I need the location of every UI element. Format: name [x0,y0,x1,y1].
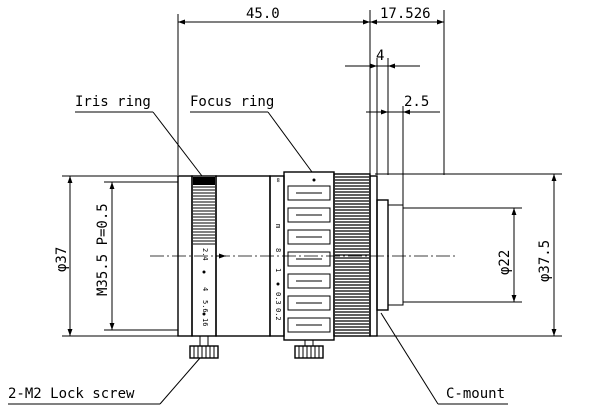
dim-front-diameter-text: φ37 [54,247,70,272]
lens-body [177,171,404,341]
focus-scale-infinity: ∞ [274,178,282,182]
focus-scale: ∞ m 8 1 0.3 0.2 [274,178,316,321]
mount-step [376,199,389,311]
focus-grip-band [287,273,331,289]
c-mount-thread [387,204,404,306]
focus-scale-8: 8 [274,248,282,252]
dim-rear-length-text: 17.526 [380,6,431,22]
label-c-mount: C-mount [446,386,505,402]
dim-mount-diameter: φ22 [403,207,522,303]
rear-knurl [335,176,369,334]
focus-grip-band [287,251,331,267]
dim-filter-thread-text: M35.5 P=0.5 [95,203,111,296]
iris-scale-5-6: 5.6 [201,300,209,313]
focus-grip-band [287,207,331,223]
dim-flange-offset: 4 [345,48,420,69]
dim-mount-offset: 2.5 [366,94,440,115]
focus-scale-0-3: 0.3 [274,292,282,305]
focus-grips [287,185,331,333]
iris-scale-4: 4 [201,287,209,291]
lock-screw-focus [294,339,324,359]
iris-scale-2-4: 2.4 [201,248,209,261]
callout-iris-ring: Iris ring [75,94,203,177]
focus-grip-band [287,317,331,333]
focus-grip-band [287,295,331,311]
dim-body-diameter-text: φ37.5 [537,240,553,282]
dim-front-diameter: φ37 [54,175,178,337]
label-iris-ring: Iris ring [75,94,151,110]
label-focus-ring: Focus ring [190,94,274,110]
focus-scale-unit: m [274,224,282,228]
dim-overall-length: 45.0 [178,6,370,25]
lock-screw-iris [189,335,219,359]
dim-filter-thread: M35.5 P=0.5 [95,181,178,331]
dim-mount-diameter-text: φ22 [497,250,513,275]
focus-grip-band [287,229,331,245]
dim-mount-offset-text: 2.5 [404,94,429,110]
callout-c-mount: C-mount [380,312,508,405]
label-lock-screw: 2-M2 Lock screw [8,386,135,402]
focus-scale-0-2: 0.2 [274,308,282,321]
focus-grip-band [287,185,331,201]
iris-scale-16: 16 [201,318,209,326]
dim-flange-offset-text: 4 [376,48,384,64]
extension-lines [177,10,445,205]
focus-scale-1: 1 [274,268,282,272]
dim-body-diameter: φ37.5 [375,173,562,337]
iris-knurl [193,186,215,245]
dim-rear-length: 17.526 [370,6,444,25]
dim-overall-length-text: 45.0 [246,6,280,22]
callout-lock-screw: 2-M2 Lock screw [8,357,201,405]
callout-focus-ring: Focus ring [190,94,313,173]
iris-scale: 2.4 4 5.6 16 [201,248,226,326]
